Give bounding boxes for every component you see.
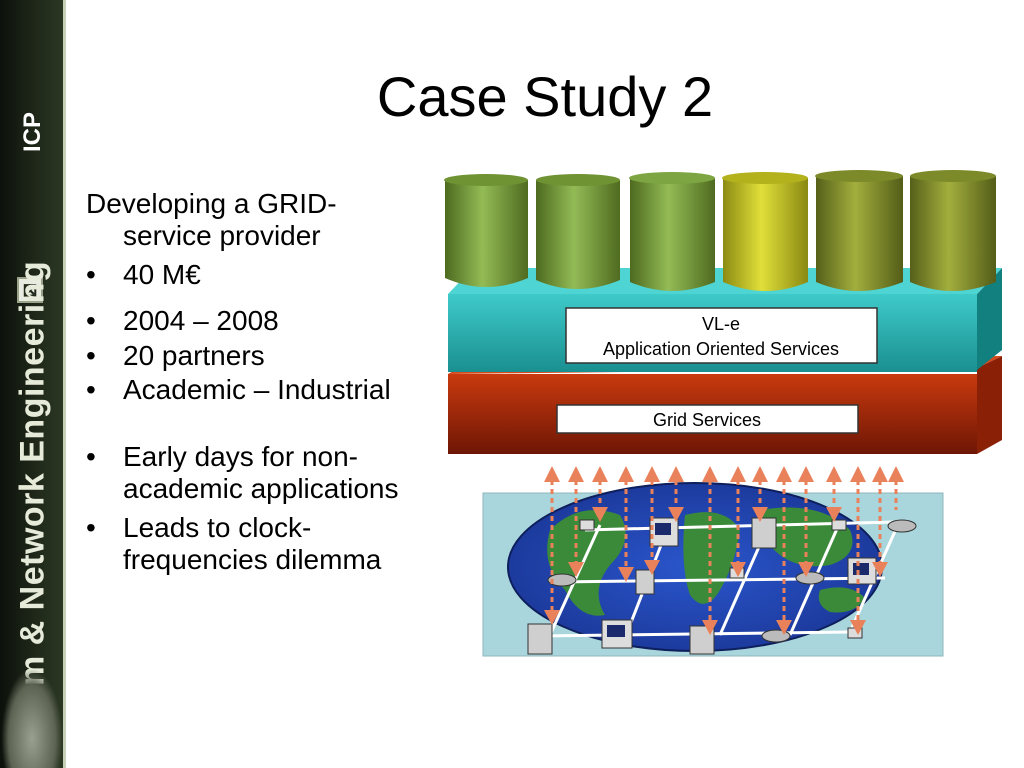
bullet-sector: Academic – Industrial	[86, 374, 416, 407]
app-services-label-line2: Application Oriented Services	[603, 339, 839, 359]
grid-services-layer-side	[977, 356, 1002, 454]
application-cylinders	[444, 170, 996, 291]
grid-services-label-box	[556, 404, 859, 434]
cylinder-2	[536, 174, 620, 289]
bullet-budget: 40 M€	[86, 259, 416, 292]
slide-body: Developing a GRID-service provider 40 M€…	[86, 188, 416, 577]
sidebar-edge	[63, 0, 66, 768]
cylinder-1	[444, 174, 528, 287]
cylinder-6	[910, 170, 996, 291]
land-australia	[818, 587, 865, 613]
cylinder-3	[629, 172, 715, 291]
bullet-partners: 20 partners	[86, 340, 416, 373]
app-layer-side	[977, 268, 1002, 370]
grid-connectors	[550, 480, 898, 625]
cylinder-4	[722, 172, 808, 291]
network-nodes	[527, 517, 917, 655]
land-americas	[547, 510, 626, 616]
grid-services-label: Grid Services	[653, 410, 761, 430]
grid-diagram: Grid Services VL-e Application Oriented …	[444, 170, 1002, 657]
bullet-period: 2004 – 2008	[86, 305, 416, 338]
app-services-label-line1: VL-e	[702, 314, 740, 334]
bullet-dilemma: Leads to clock-frequencies dilemma	[86, 512, 416, 577]
sidebar-vertical-title-wrap: System & Network Engineering	[0, 0, 66, 768]
intro-text: Developing a GRID-service provider	[86, 188, 337, 252]
app-services-label-box	[565, 307, 878, 364]
slide-title: Case Study 2	[376, 65, 714, 128]
bullet-list: 40 M€ 2004 – 2008 20 partners Academic –…	[86, 259, 416, 577]
down-arrows	[544, 507, 888, 635]
logo-icon: ⊠	[17, 277, 43, 303]
sidebar: ICP ⊠ System & Network Engineering	[0, 0, 66, 768]
cylinder-5	[815, 170, 903, 291]
sidebar-decoration	[2, 670, 62, 768]
up-arrows	[544, 466, 904, 482]
bullet-early-days: Early days for non-academic applications	[86, 441, 416, 506]
